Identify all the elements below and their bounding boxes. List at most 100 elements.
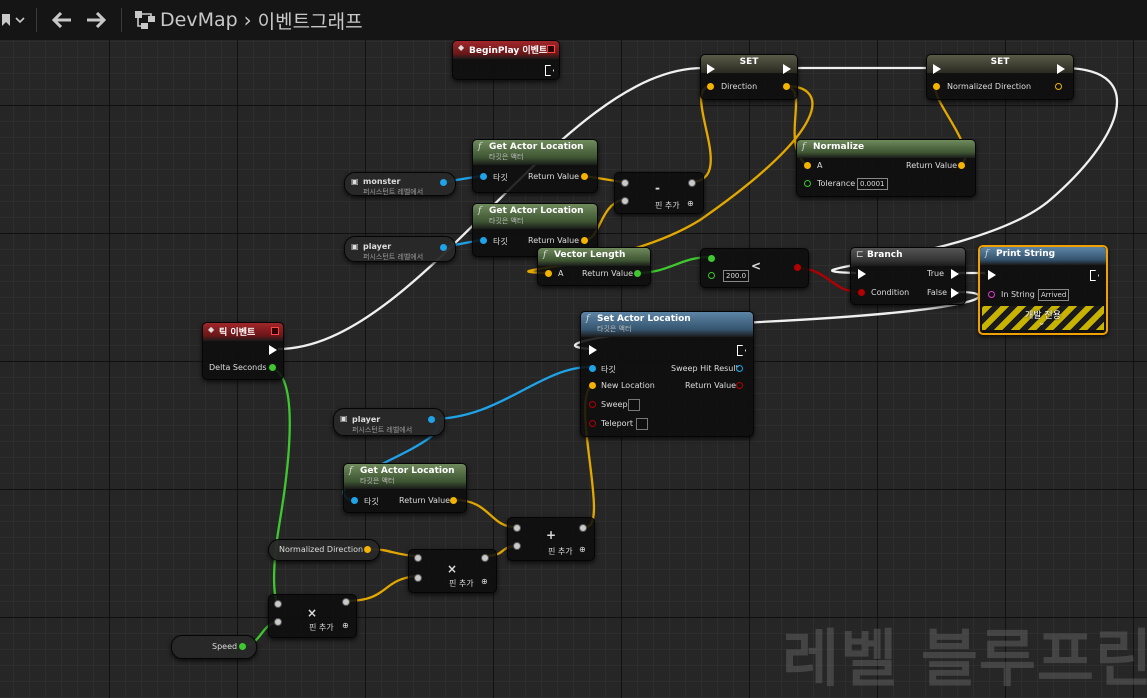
player2-variable-node[interactable]: ▣ player 퍼시스턴트 레벨에서 <box>333 408 445 436</box>
vector-length-a-pin[interactable] <box>545 270 552 277</box>
delta-seconds-pin[interactable] <box>269 364 276 371</box>
add-pin-icon[interactable]: ⊕ <box>481 577 488 586</box>
set-normalized-exec-out[interactable] <box>1057 64 1065 74</box>
subtract-b-pin[interactable] <box>621 197 629 205</box>
set-normalized-in-pin[interactable] <box>933 83 940 90</box>
normalize-a-pin[interactable] <box>804 162 811 169</box>
tick-event-node[interactable]: ◆ 틱 이벤트 Delta Seconds <box>202 322 284 380</box>
add-pin-icon[interactable]: ⊕ <box>342 621 349 630</box>
back-arrow-icon[interactable] <box>45 0 79 40</box>
multiply1-b-pin[interactable] <box>414 574 422 582</box>
multiply2-b-pin[interactable] <box>274 618 282 626</box>
print-string-node[interactable]: f Print String In String Arrived 개발 전용 ⌄ <box>978 245 1108 335</box>
multiply1-out-pin[interactable] <box>481 554 489 562</box>
branch-true-exec[interactable] <box>951 269 959 279</box>
player-variable-pin[interactable] <box>440 244 447 251</box>
branch-exec-in[interactable] <box>858 269 866 279</box>
set-actor-location-new-location-pin[interactable] <box>589 382 596 389</box>
set-direction-node[interactable]: SET Direction <box>700 54 798 100</box>
speed-variable-pin[interactable] <box>239 643 246 650</box>
set-actor-location-teleport-pin[interactable] <box>589 420 596 427</box>
set-actor-location-exec-in[interactable] <box>589 345 597 355</box>
cube-icon: ▣ <box>351 177 359 186</box>
subtract-node[interactable]: - 핀 추가 ⊕ <box>614 172 704 214</box>
player2-variable-pin[interactable] <box>428 416 435 423</box>
get-loc-player-subtitle: 타깃은 액터 <box>489 217 524 225</box>
set-direction-in-pin[interactable] <box>707 83 714 90</box>
normalize-tolerance-pin[interactable] <box>804 180 811 187</box>
event-delegate-pin[interactable] <box>271 327 279 335</box>
normalize-return-pin[interactable] <box>958 162 965 169</box>
normalized-direction-variable-node[interactable]: Normalized Direction <box>268 539 380 561</box>
set-normalized-exec-in[interactable] <box>933 64 941 74</box>
get-loc-player2-target-pin[interactable] <box>351 497 358 504</box>
add-b-pin[interactable] <box>513 542 521 550</box>
print-string-exec-in[interactable] <box>988 270 996 280</box>
branch-false-exec[interactable] <box>951 288 959 298</box>
multiply2-out-pin[interactable] <box>342 598 350 606</box>
add-out-pin[interactable] <box>579 524 587 532</box>
less-than-b-pin[interactable] <box>708 272 715 279</box>
get-loc-monster-return-pin[interactable] <box>581 173 588 180</box>
add-pin-icon[interactable]: ⊕ <box>579 545 586 554</box>
set-direction-exec-in[interactable] <box>707 64 715 74</box>
multiply1-a-pin[interactable] <box>414 554 422 562</box>
begin-play-exec-out[interactable] <box>545 65 554 76</box>
multiply-node-2[interactable]: × 핀 추가 ⊕ <box>268 594 357 638</box>
get-loc-player2-return-pin[interactable] <box>450 497 457 504</box>
multiply2-a-pin[interactable] <box>274 600 282 608</box>
print-string-exec-out[interactable] <box>1090 270 1099 281</box>
normalize-tolerance-input[interactable]: 0.0001 <box>857 178 888 190</box>
set-normalized-out-pin[interactable] <box>1055 83 1062 90</box>
bookmark-icon[interactable] <box>0 0 12 40</box>
set-direction-exec-out[interactable] <box>783 64 791 74</box>
print-string-in-string-pin[interactable] <box>988 291 995 298</box>
set-actor-location-node[interactable]: f Set Actor Location 타깃은 액터 타깃 Sweep Hit… <box>580 311 754 437</box>
get-loc-player-target-pin[interactable] <box>480 237 487 244</box>
vector-length-node[interactable]: f Vector Length A Return Value <box>537 247 651 286</box>
less-than-a-pin[interactable] <box>708 255 715 262</box>
less-than-out-pin[interactable] <box>794 264 801 271</box>
set-actor-location-exec-out[interactable] <box>737 345 746 356</box>
branch-condition-pin[interactable] <box>858 289 865 296</box>
multiply-node-1[interactable]: × 핀 추가 ⊕ <box>408 549 497 593</box>
get-actor-location-monster-node[interactable]: f Get Actor Location 타깃은 액터 타깃 Return Va… <box>472 139 598 193</box>
add-a-pin[interactable] <box>513 524 521 532</box>
normalized-direction-variable-pin[interactable] <box>364 546 371 553</box>
breadcrumb-map[interactable]: DevMap <box>160 9 238 31</box>
set-direction-out-pin[interactable] <box>783 83 790 90</box>
get-actor-location-player-node[interactable]: f Get Actor Location 타깃은 액터 타깃 Return Va… <box>472 203 598 257</box>
forward-arrow-icon[interactable] <box>79 0 113 40</box>
normalize-node[interactable]: f Normalize A Return Value Tolerance 0.0… <box>796 139 976 197</box>
breadcrumb-graph[interactable]: 이벤트그래프 <box>257 10 363 33</box>
add-node[interactable]: + 핀 추가 ⊕ <box>507 517 595 561</box>
event-delegate-pin[interactable] <box>547 45 555 53</box>
player-variable-sub: 퍼시스턴트 레벨에서 <box>363 253 424 261</box>
print-string-value-input[interactable]: Arrived <box>1038 289 1070 301</box>
set-actor-location-target-pin[interactable] <box>589 365 596 372</box>
vector-length-return-pin[interactable] <box>634 270 641 277</box>
less-than-b-input[interactable]: 200.0 <box>723 270 750 282</box>
speed-variable-node[interactable]: Speed <box>171 635 257 659</box>
monster-variable-pin[interactable] <box>440 179 447 186</box>
set-normalized-direction-node[interactable]: SET Normalized Direction <box>926 54 1074 100</box>
player-variable-node[interactable]: ▣ player 퍼시스턴트 레벨에서 <box>344 236 456 262</box>
subtract-a-pin[interactable] <box>621 179 629 187</box>
expand-chevron-icon[interactable]: ⌄ <box>1038 318 1046 328</box>
begin-play-node[interactable]: ◆ BeginPlay 이벤트 <box>452 40 560 80</box>
tick-exec-out[interactable] <box>269 345 277 355</box>
set-actor-location-sweep-hit-pin[interactable] <box>736 365 743 372</box>
set-actor-location-sweep-pin[interactable] <box>589 401 596 408</box>
get-loc-monster-target-pin[interactable] <box>480 173 487 180</box>
less-than-node[interactable]: 200.0 < <box>700 248 809 288</box>
get-actor-location-player2-node[interactable]: f Get Actor Location 타깃은 액터 타깃 Return Va… <box>343 463 467 513</box>
get-loc-player-return-pin[interactable] <box>581 237 588 244</box>
set-actor-location-sweep-checkbox[interactable] <box>628 399 640 411</box>
subtract-out-pin[interactable] <box>688 179 696 187</box>
set-actor-location-teleport-checkbox[interactable] <box>636 418 648 430</box>
chevron-down-icon[interactable] <box>12 0 28 40</box>
branch-node[interactable]: ⊏ Branch True Condition False <box>850 247 966 305</box>
monster-variable-node[interactable]: ▣ monster 퍼시스턴트 레벨에서 <box>344 172 456 196</box>
add-pin-icon[interactable]: ⊕ <box>687 199 694 208</box>
set-actor-location-return-pin[interactable] <box>736 382 743 389</box>
